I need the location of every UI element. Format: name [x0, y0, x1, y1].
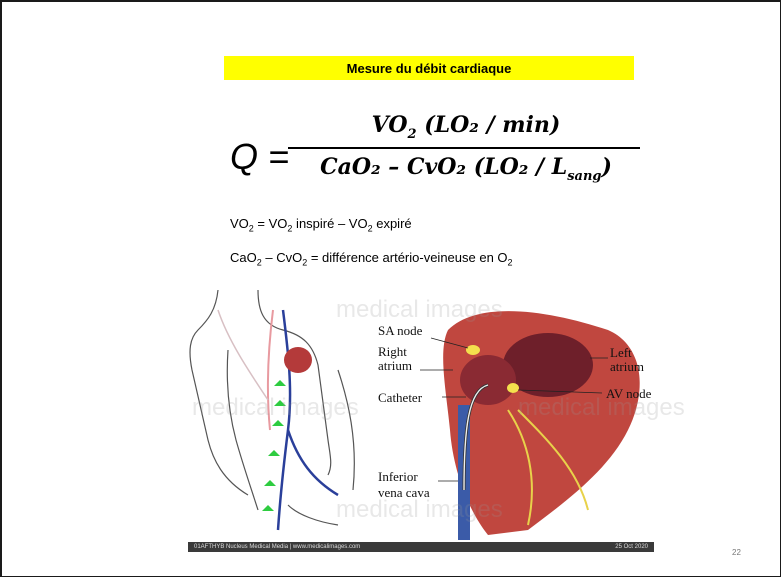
watermark-bottom: medical images [336, 496, 503, 524]
formula-denominator: CaO₂ – CvO₂ (LO₂ / Lsang) [286, 154, 646, 180]
watermark-right: medical images [518, 394, 685, 422]
fraction-bar [288, 147, 640, 149]
formula-numerator: VO2 (LO₂ / min) [286, 112, 646, 138]
formula-fraction: VO2 (LO₂ / min) CaO₂ – CvO₂ (LO₂ / Lsang… [286, 108, 646, 198]
label-sa-node: SA node [378, 324, 422, 337]
label-right-atrium-1: Right [378, 345, 407, 358]
cardiac-output-formula: Q = VO2 (LO₂ / min) CaO₂ – CvO₂ (LO₂ / L… [224, 108, 644, 198]
label-ivc-1: Inferior [378, 470, 418, 483]
vo2-definition: VO2 = VO2 inspiré – VO2 expiré [230, 216, 412, 234]
image-credit-bar: 01AFTHYB Nucleus Medical Media | www.med… [188, 542, 654, 552]
label-left-atrium-2: atrium [610, 360, 644, 373]
watermark-top: medical images [336, 296, 503, 324]
small-heart [284, 347, 312, 373]
label-catheter: Catheter [378, 391, 422, 404]
credit-date: 25 Oct 2020 [615, 542, 648, 552]
label-right-atrium-2: atrium [378, 359, 412, 372]
page-number: 22 [732, 548, 741, 557]
watermark-left: medical images [192, 394, 359, 422]
label-left-atrium-1: Left [610, 346, 632, 359]
heart-catheter-illustration: SA node Right atrium Catheter Left atriu… [188, 290, 654, 540]
slide-title: Mesure du débit cardiaque [224, 56, 634, 80]
formula-lhs: Q = [230, 136, 289, 178]
credit-source: 01AFTHYB Nucleus Medical Media | www.med… [194, 542, 360, 552]
av-difference-definition: CaO2 – CvO2 = différence artério-veineus… [230, 250, 513, 268]
